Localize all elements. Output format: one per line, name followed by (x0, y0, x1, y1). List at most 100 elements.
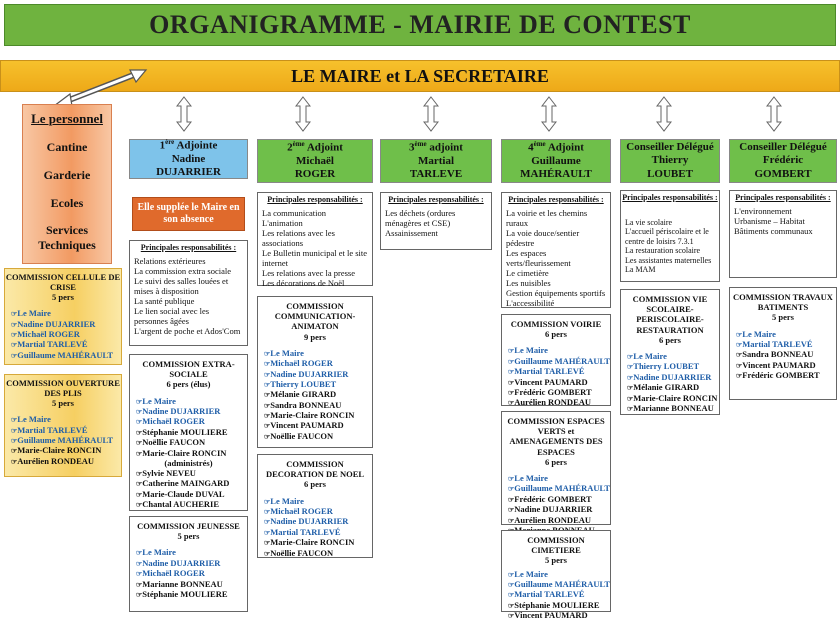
commission-title: COMMISSION CELLULE DE CRISE (5, 272, 121, 292)
resp-title: Principales responsabilités : (508, 195, 604, 204)
member: Michaël ROGER (136, 416, 247, 426)
commission-count: 6 pers (304, 479, 326, 490)
commission-count: 5 pers (772, 312, 794, 323)
commission-title: COMMISSION OUVERTURE DES PLIS (6, 378, 120, 398)
resp-item: La vie scolaire (625, 217, 673, 227)
header-adj1: 1ère Adjointe Nadine DUJARRIER (129, 138, 248, 179)
member: Le Maire (264, 496, 372, 506)
member: Michaël ROGER (264, 506, 372, 516)
member: Stéphanie MOULIERE (136, 427, 247, 437)
resp-item: Le Bulletin municipal et le site interne… (262, 247, 368, 268)
member: Guillaume MAHÉRAULT (508, 579, 610, 589)
resp-item: La santé publique (134, 295, 195, 306)
member: Stéphanie MOULIERE (136, 589, 247, 599)
member: Mélanie GIRARD (627, 382, 719, 392)
resp-item: Bâtiments communaux (734, 225, 813, 236)
personnel-item: Cantine (46, 140, 88, 154)
resp-item: La restauration scolaire (625, 246, 701, 256)
member: Le Maire (627, 351, 719, 361)
member: Guillaume MAHÉRAULT (508, 483, 610, 493)
member: Le Maire (508, 569, 610, 579)
commission-count: 5 pers (52, 291, 74, 302)
personnel-title: Le personnel (31, 111, 103, 126)
resp-item: Les assistantes maternelles (625, 255, 712, 265)
resp-title: Principales responsabilités : (140, 243, 237, 252)
resp-item: Gestion équipements sportifs (506, 287, 606, 298)
personnel-item: Ecoles (50, 196, 84, 210)
member: Martial TARLEVÉ (264, 527, 372, 537)
resp-adj3: Principales responsabilités : Les déchet… (380, 192, 492, 250)
resp-title: Principales responsabilités : (267, 195, 363, 204)
commission-count: 5 pers (545, 555, 567, 566)
resp-item: Le cimetière (506, 267, 549, 278)
member: Thierry LOUBET (264, 379, 372, 389)
resp-item: Les décorations de Noël (262, 277, 345, 288)
member: Michaël ROGER (264, 358, 372, 368)
commission-title: COMMISSION VIE SCOLAIRE-PERISCOLAIRE-RES… (632, 294, 708, 335)
resp-item: Le lien social avec les personnes âgées (134, 305, 210, 326)
commission-travaux: COMMISSION TRAVAUX BATIMENTS 5 pers Le M… (729, 287, 837, 400)
commission-count: 6 pers (545, 456, 567, 467)
member: Nadine DUJARRIER (264, 369, 372, 379)
member: Nadine DUJARRIER (136, 558, 247, 568)
member: Le Maire (11, 414, 121, 424)
member: Marie-Claude DUVAL (136, 489, 247, 499)
resp-item: Relations extérieures (134, 255, 206, 266)
resp-item: La voirie et les chemins ruraux (506, 207, 588, 228)
commission-count: 5 pers (177, 531, 200, 542)
personnel-box: Le personnel Cantine Garderie Ecoles Ser… (22, 104, 112, 264)
member: Marianne BONNEAU (627, 403, 719, 413)
commission-title: COMMISSION DECORATION DE NOEL (265, 459, 365, 480)
commission-count: 6 pers (545, 329, 567, 340)
member: Michaël ROGER (11, 329, 121, 339)
member: Nadine DUJARRIER (627, 372, 719, 382)
resp-item: Les nuisibles (506, 277, 551, 288)
member: Martial TARLEVÉ (508, 589, 610, 599)
member: Guillaume MAHÉRAULT (11, 435, 121, 445)
member: Nadine DUJARRIER (11, 319, 121, 329)
member: Le Maire (264, 348, 372, 358)
member: Vincent PAUMARD (508, 610, 610, 620)
commission-voirie: COMMISSION VOIRIE 6 pers Le Maire Guilla… (501, 314, 611, 407)
resp-title: Principales responsabilités : (622, 193, 718, 202)
member: Vincent PAUMARD (264, 420, 372, 430)
member: Nadine DUJARRIER (136, 406, 247, 416)
member: Stéphanie MOULIERE (508, 600, 610, 610)
resp-item: Urbanisme – Habitat (734, 215, 805, 226)
commission-title: COMMISSION EXTRA-SOCIALE (142, 359, 235, 380)
arrow-updown-icon (176, 96, 192, 132)
member: Sandra BONNEAU (736, 349, 836, 359)
member: Frédéric GOMBERT (736, 370, 836, 380)
commission-count: 6 pers (659, 334, 681, 345)
arrow-updown-icon (656, 96, 672, 132)
member: Noëllie FAUCON (136, 437, 247, 447)
commission-ouverture-plis: COMMISSION OUVERTURE DES PLIS 5 pers Le … (4, 374, 122, 477)
resp-item: L'environnement (734, 205, 792, 216)
header-adj4: 4ème Adjoint Guillaume MAHÉRAULT (501, 139, 611, 183)
member: Noëllie FAUCON (264, 431, 372, 441)
member: Nadine DUJARRIER (264, 516, 372, 526)
commission-title: COMMISSION TRAVAUX BATIMENTS (733, 292, 833, 313)
member: Vincent PAUMARD (736, 360, 836, 370)
commission-cellule-crise: COMMISSION CELLULE DE CRISE 5 pers Le Ma… (4, 268, 122, 365)
commission-extra-sociale: COMMISSION EXTRA-SOCIALE 6 pers (élus) L… (129, 354, 248, 511)
member: Le Maire (11, 308, 121, 318)
resp-item: La voie douce/sentier pédestre (506, 227, 580, 248)
member: Frédéric GOMBERT (508, 494, 610, 504)
arrow-updown-icon (295, 96, 311, 132)
commission-cimetiere: COMMISSION CIMETIERE 5 pers Le Maire Gui… (501, 530, 611, 620)
commission-title: COMMISSION ESPACES VERTS et AMENAGEMENTS… (507, 416, 605, 457)
member: Thierry LOUBET (627, 361, 719, 371)
member: Aurélien RONDEAU (11, 456, 121, 466)
resp-item: L'accueil périscolaire et le centre de l… (625, 227, 709, 246)
member: Sandra BONNEAU (264, 400, 372, 410)
commission-title: COMMISSION COMMUNICATION-ANIMATON (274, 301, 356, 332)
commission-title: COMMISSION VOIRIE (510, 319, 602, 329)
member: Martial TARLEVÉ (11, 339, 121, 349)
member: Aurélien RONDEAU (508, 515, 610, 525)
member: Sylvie NEVEU (136, 468, 247, 478)
commission-subtitle: (administrés) (164, 457, 213, 468)
arrow-updown-icon (423, 96, 439, 132)
resp-cons1: Principales responsabilités : La vie sco… (620, 190, 720, 282)
commission-decoration-noel: COMMISSION DECORATION DE NOEL 6 pers Le … (257, 454, 373, 558)
